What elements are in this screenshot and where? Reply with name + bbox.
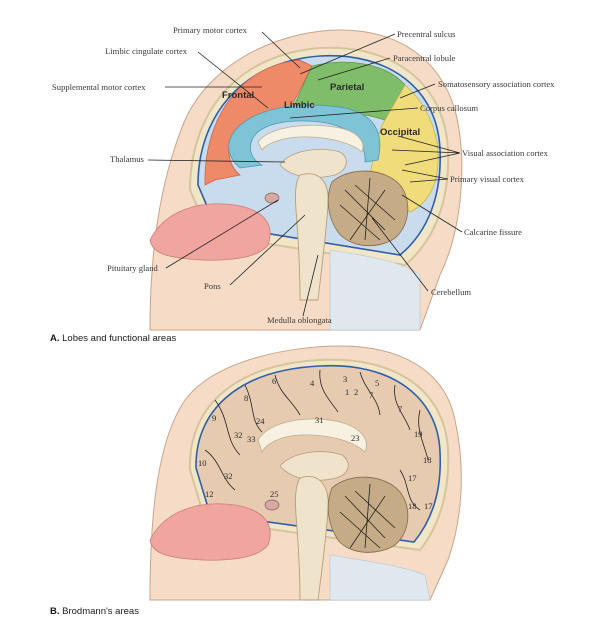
panel-a-labels: Primary motor cortex Precentral sulcus L… [52, 25, 555, 325]
brodmann-area: 8 [244, 393, 248, 403]
brodmann-area: 10 [198, 458, 207, 468]
label-thalamus: Thalamus [110, 154, 145, 164]
brodmann-area: 7 [398, 404, 402, 414]
panel-b-pituitary [264, 499, 280, 511]
label-visual-association-cortex: Visual association cortex [462, 148, 549, 158]
brodmann-area: 1 [345, 387, 349, 397]
brodmann-area: 19 [414, 429, 423, 439]
brodmann-area: 5 [375, 378, 379, 388]
label-medulla-oblongata: Medulla oblongata [267, 315, 332, 325]
limbic-lobe-region [228, 104, 381, 169]
brodmann-area: 17 [424, 501, 433, 511]
label-pituitary-gland: Pituitary gland [107, 263, 159, 273]
cerebellum-shape [327, 170, 409, 247]
panel-a-leader-lines [147, 31, 463, 317]
brodmann-area: 33 [247, 434, 256, 444]
panel-a-neck [329, 249, 421, 331]
brodmann-area: 12 [205, 489, 214, 499]
brodmann-area: 4 [310, 378, 315, 388]
label-primary-visual-cortex: Primary visual cortex [450, 174, 525, 184]
brodmann-area: 24 [256, 416, 265, 426]
brodmann-area: 23 [351, 433, 360, 443]
cerebellum-folia [339, 177, 396, 241]
panel-b-neck [329, 554, 431, 601]
corpus-callosum-shape [257, 124, 364, 153]
pituitary-shape [264, 192, 280, 204]
lobe-parietal: Parietal [330, 82, 364, 93]
panel-b-corpus-callosum [257, 418, 367, 454]
label-calcarine-fissure: Calcarine fissure [464, 227, 522, 237]
brodmann-area: 9 [212, 413, 216, 423]
label-supplemental-motor-cortex: Supplemental motor cortex [52, 82, 146, 92]
label-pons: Pons [204, 281, 221, 291]
lobe-frontal: Frontal [222, 90, 254, 101]
brodmann-area: 31 [315, 415, 324, 425]
panel-b-gyri [204, 369, 429, 511]
label-paracentral-lobule: Paracentral lobule [393, 53, 455, 63]
label-precentral-sulcus: Precentral sulcus [397, 29, 456, 39]
brodmann-area: 3 [343, 374, 347, 384]
brodmann-area: 6 [272, 376, 276, 386]
panel-b-caption: B. Brodmann's areas [50, 606, 139, 617]
panel-b-nasal-cavity [149, 503, 271, 561]
brodmann-area: 32 [234, 430, 243, 440]
brodmann-area: 18 [408, 501, 417, 511]
brodmann-area: 32 [224, 471, 233, 481]
panel-a-illustration: Frontal Parietal Limbic Occipital [149, 29, 463, 331]
panel-b-brainstem [295, 476, 329, 601]
lobe-occipital: Occipital [380, 127, 420, 138]
label-limbic-cingulate-cortex: Limbic cingulate cortex [105, 46, 188, 56]
panel-a-caption: A. Lobes and functional areas [50, 333, 176, 344]
brainstem-shape [295, 173, 329, 301]
nasal-cavity-shape [149, 203, 271, 261]
panel-b-cerebellum-folia [339, 483, 396, 549]
brodmann-area: 2 [354, 387, 358, 397]
brodmann-area: 7 [369, 390, 373, 400]
brodmann-area-numbers: 6 4 3 1 2 5 7 7 8 9 24 31 32 33 23 19 10… [198, 374, 433, 511]
lobe-limbic: Limbic [284, 100, 315, 111]
brodmann-area: 18 [423, 455, 432, 465]
brodmann-area: 17 [408, 473, 417, 483]
brodmann-area: 25 [270, 489, 279, 499]
label-corpus-callosum: Corpus callosum [420, 103, 478, 113]
label-somatosensory-association-cortex: Somatosensory association cortex [438, 79, 555, 89]
label-cerebellum: Cerebellum [431, 287, 471, 297]
panel-b-illustration [149, 345, 462, 601]
label-primary-motor-cortex: Primary motor cortex [173, 25, 248, 35]
